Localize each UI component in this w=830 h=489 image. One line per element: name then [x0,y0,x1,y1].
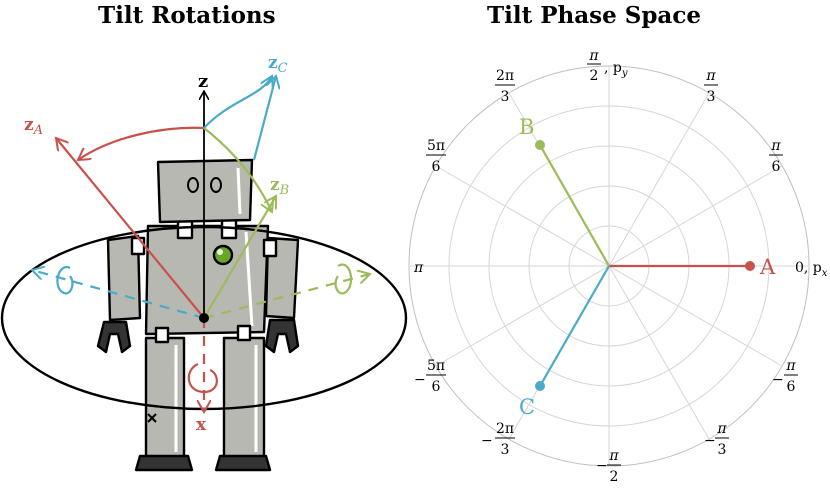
svg-text:3: 3 [501,442,510,458]
robot-eye-left [187,177,199,193]
robot-left-foot [134,454,194,472]
svg-text:π: π [785,358,796,374]
angle-label-neg150: − 5π 6 [414,358,446,395]
point-B-label: B [519,115,534,139]
robot-right-claw [264,318,300,354]
zB-label: zB [270,175,289,198]
robot-left-leg [144,336,186,460]
svg-text:−: − [481,433,493,449]
robot-right-foot [214,454,272,472]
svg-text:6: 6 [772,159,781,175]
svg-text:−: − [596,458,608,474]
angle-label-neg60: − π 3 [704,421,729,458]
zC-label: zC [268,53,288,76]
robot-right-leg [222,336,266,460]
green-arc-arrow [203,127,272,212]
angle-label-0: 0, px [795,260,828,279]
svg-text:π: π [716,421,727,437]
svg-text:π: π [705,68,716,84]
robot-head [156,158,254,224]
blue-arc-arrow [203,76,272,129]
zA-label: zA [24,115,43,138]
ray-B [539,144,610,267]
svg-text:2π: 2π [496,68,514,84]
right-panel-title: Tilt Phase Space [487,2,701,29]
angle-label-neg30: − π 6 [772,358,798,395]
origin-point [199,313,209,323]
svg-text:5π: 5π [427,138,445,154]
svg-text:5π: 5π [427,358,445,374]
robot-eye-right [210,177,222,193]
robot-green-button [212,244,234,266]
angle-label-120: 2π 3 [495,68,515,105]
svg-text:6: 6 [432,379,441,395]
svg-text:3: 3 [718,442,727,458]
point-A-label: A [759,255,776,279]
green-rotation-curl-icon [334,263,353,295]
angle-label-neg90: − π 2 [596,448,621,485]
left-panel-title: Tilt Rotations [98,2,276,29]
svg-text:2π: 2π [496,421,514,437]
ray-C [539,265,610,387]
phase-points [535,140,755,391]
red-rotation-curl-icon [187,362,218,394]
angle-label-neg120: − 2π 3 [481,421,515,458]
angle-label-90: π 2 , py [587,48,628,84]
point-A [745,261,755,271]
svg-text:−: − [772,372,784,388]
zC-axis [252,76,276,161]
svg-text:π: π [608,448,619,464]
svg-text:−: − [704,433,716,449]
svg-text:2: 2 [590,68,599,84]
angle-label-150: 5π 6 [426,138,446,175]
point-C-label: C [519,395,535,419]
z-axis-label: z [198,71,208,92]
svg-text:3: 3 [707,89,716,105]
svg-text:6: 6 [432,159,441,175]
svg-text:π: π [588,48,599,64]
x-axis-label: x [196,415,207,435]
angle-label-180: π [413,260,424,276]
robot-left-claw [96,320,132,354]
zB-axis [203,196,276,319]
point-B [535,140,545,150]
red-arc-arrow [78,126,205,160]
angle-label-60: π 3 [704,68,718,105]
angle-labels: 0, px π π 2 , py π 3 π 6 2π 3 [413,48,828,485]
svg-text:, py: , py [604,60,628,79]
blue-rotation-curl-icon [56,265,74,295]
blue-dashed-axis [32,270,205,320]
svg-text:π: π [770,138,781,154]
svg-text:3: 3 [501,89,510,105]
svg-text:6: 6 [787,379,796,395]
svg-text:−: − [414,372,426,388]
svg-text:2: 2 [610,469,619,485]
point-C [535,381,545,391]
angle-label-30: π 6 [769,138,783,175]
zA-axis [56,138,205,319]
